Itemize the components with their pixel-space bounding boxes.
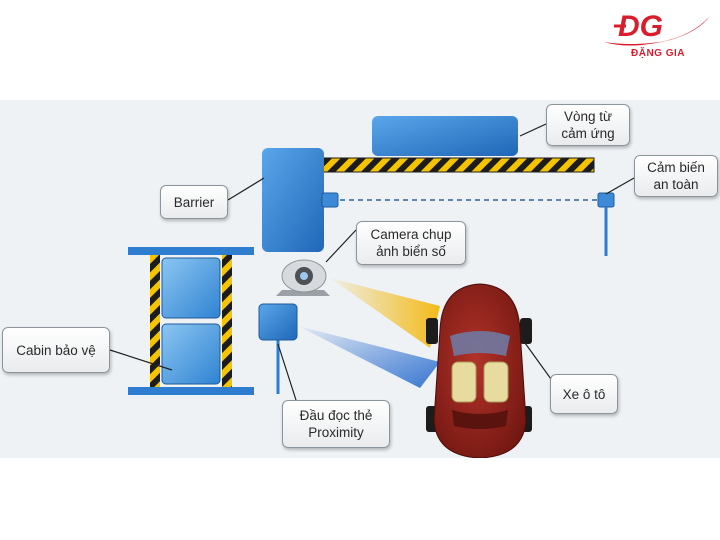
label-proximity-reader: Đầu đọc thẻ Proximity — [282, 400, 390, 448]
cabin-post-left — [150, 255, 160, 387]
parking-scene — [109, 116, 635, 458]
safety-sensor-emitter — [321, 192, 339, 208]
barrier-arm — [321, 157, 595, 173]
cabin-window-bottom — [161, 323, 221, 385]
label-camera: Camera chụp ảnh biển số — [356, 221, 466, 265]
label-barrier: Barrier — [160, 185, 228, 219]
safety-sensor-receiver — [597, 192, 615, 208]
logo-brand-name: ĐẶNG GIA — [631, 48, 685, 59]
camera-icon — [276, 259, 330, 296]
label-safety-sensor: Cảm biến an toàn — [634, 155, 718, 197]
brand-logo: DG ĐẶNG GIA — [600, 6, 712, 64]
label-induction-loop: Vòng từ cảm ứng — [546, 104, 630, 146]
label-guard-cabin: Cabin bảo vệ — [2, 327, 110, 373]
cabin-floor — [128, 387, 254, 395]
cabin-roof — [128, 247, 254, 255]
camera-beam — [330, 278, 440, 348]
induction-loop — [372, 116, 518, 156]
reader-beam — [298, 326, 440, 388]
cabin-window-top — [161, 257, 221, 319]
car-icon — [426, 283, 532, 458]
cabin-post-right — [222, 255, 232, 387]
proximity-reader — [258, 303, 298, 341]
barrier-body — [262, 148, 324, 252]
logo-swoosh-icon: DG — [604, 10, 710, 46]
callout-leaders — [109, 123, 635, 401]
label-car: Xe ô tô — [550, 374, 618, 414]
